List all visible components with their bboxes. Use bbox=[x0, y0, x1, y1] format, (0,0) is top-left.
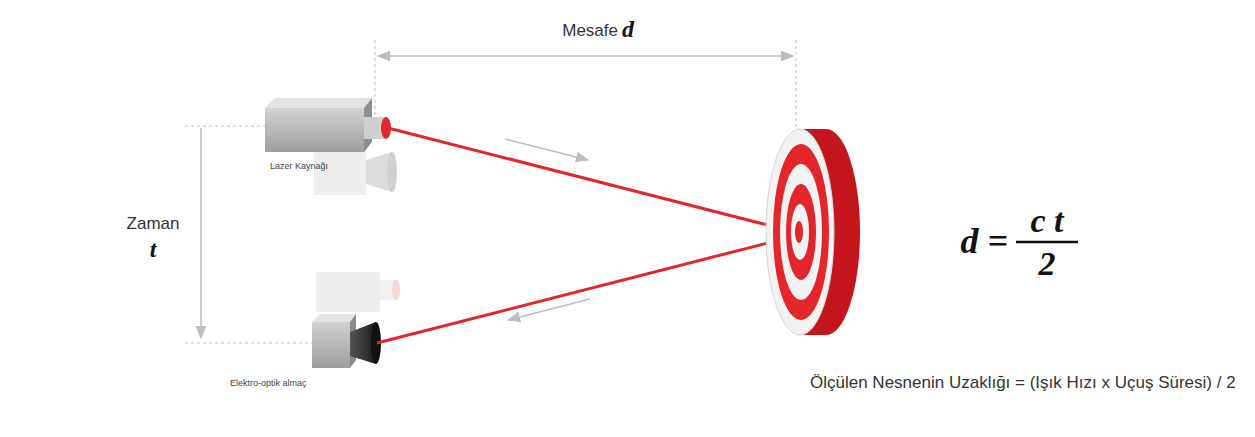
electro-optic-receiver: Elektro-optik almaç bbox=[228, 312, 378, 372]
component-label: Elektro-optik almaç bbox=[230, 379, 307, 389]
dimension-label: Mesafe bbox=[562, 22, 618, 41]
receiver-illustration bbox=[312, 314, 381, 368]
time-dimension bbox=[185, 126, 312, 343]
fraction-bar bbox=[1016, 241, 1078, 244]
laser-source-illustration bbox=[265, 98, 391, 152]
distance-dimension bbox=[375, 40, 796, 130]
target-illustration bbox=[766, 129, 860, 335]
dimension-symbol: t bbox=[150, 236, 157, 262]
laser-source: Lazer Kaynağı bbox=[262, 96, 392, 154]
formula-denominator: 2 bbox=[1039, 245, 1056, 282]
direction-arrow bbox=[505, 139, 590, 320]
dimension-label: Zaman bbox=[127, 215, 180, 234]
formula-term: d = bbox=[960, 222, 1008, 262]
formula-numerator: c t bbox=[1030, 202, 1063, 239]
ghost-laser bbox=[316, 272, 400, 312]
component-label: Lazer Kaynağı bbox=[270, 162, 328, 172]
formula-caption: Ölçülen Nesnenin Uzaklığı = (Işık Hızı x… bbox=[810, 374, 1236, 393]
dimension-symbol: d bbox=[622, 16, 634, 42]
laser-beam bbox=[377, 128, 795, 343]
ghost-receiver bbox=[314, 150, 397, 195]
